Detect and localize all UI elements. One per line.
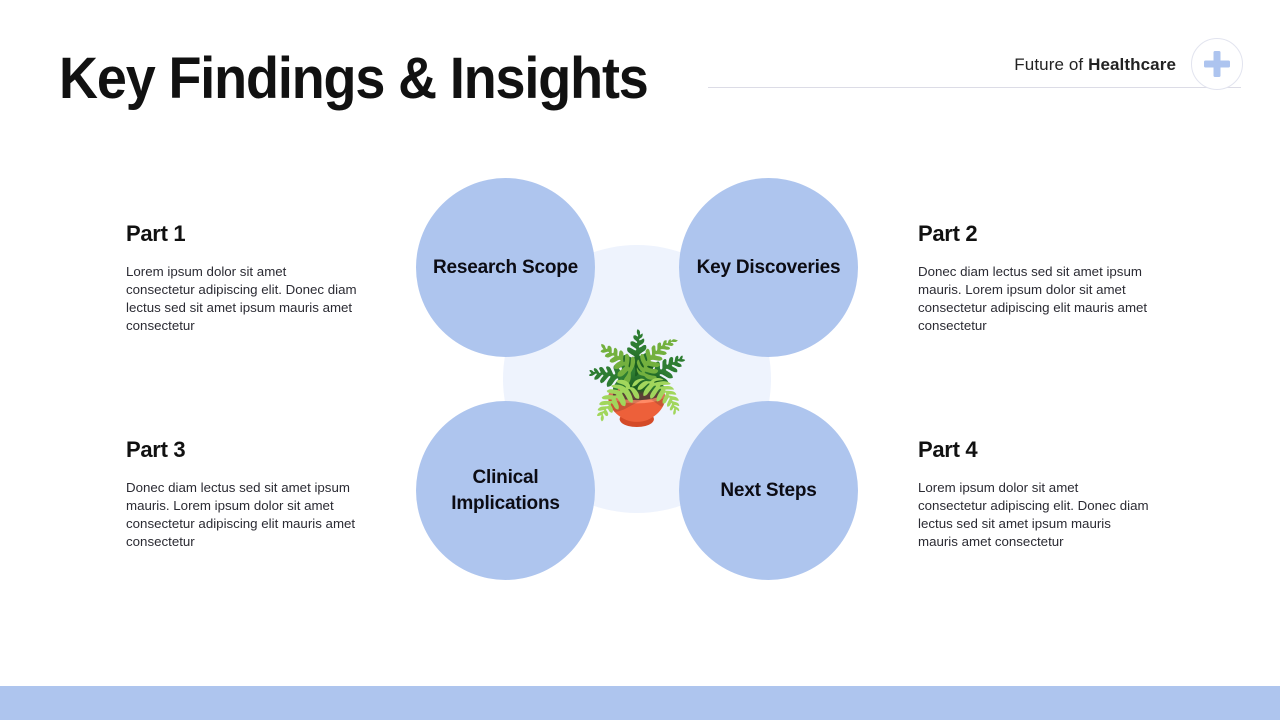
part-title: Part 4 <box>918 437 978 462</box>
diagram-node-bottom-right[interactable]: Next Steps <box>679 401 858 580</box>
part-block-2: Part 2 Donec diam lectus sed sit amet ip… <box>918 221 1150 335</box>
part-title: Part 1 <box>126 221 186 246</box>
diagram-node-label: Clinical Implications <box>451 467 560 514</box>
diagram-node-label: Key Discoveries <box>696 256 841 278</box>
potted-plant-icon: 🪴 <box>582 329 692 428</box>
part-block-3: Part 3 Donec diam lectus sed sit amet ip… <box>126 437 358 551</box>
header-tagline: Future of Healthcare <box>1014 55 1176 75</box>
part-title: Part 3 <box>126 437 186 462</box>
header-tagline-bold: Healthcare <box>1088 55 1176 74</box>
diagram-node-label: Next Steps <box>720 479 817 501</box>
plus-icon <box>1204 51 1230 77</box>
part-block-4: Part 4 Lorem ipsum dolor sit amet consec… <box>918 437 1150 551</box>
part-body: Lorem ipsum dolor sit amet consectetur a… <box>918 480 1149 550</box>
footer-accent-bar <box>0 686 1280 720</box>
part-body: Donec diam lectus sed sit amet ipsum mau… <box>126 480 356 550</box>
diagram-node-label: Research Scope <box>432 256 579 278</box>
four-node-diagram: Research Scope Key Discoveries Clinical … <box>416 178 858 580</box>
diagram-node-bottom-left[interactable]: Clinical Implications <box>416 401 595 580</box>
diagram-node-top-left[interactable]: Research Scope <box>416 178 595 357</box>
add-badge-button[interactable] <box>1191 38 1243 90</box>
header-divider <box>708 87 1241 88</box>
part-title: Part 2 <box>918 221 978 246</box>
diagram-node-top-right[interactable]: Key Discoveries <box>679 178 858 357</box>
page-title: Key Findings & Insights <box>59 46 649 111</box>
header-tagline-prefix: Future of <box>1014 55 1089 74</box>
part-body: Lorem ipsum dolor sit amet consectetur a… <box>126 264 357 334</box>
part-body: Donec diam lectus sed sit amet ipsum mau… <box>918 264 1148 334</box>
part-block-1: Part 1 Lorem ipsum dolor sit amet consec… <box>126 221 358 335</box>
